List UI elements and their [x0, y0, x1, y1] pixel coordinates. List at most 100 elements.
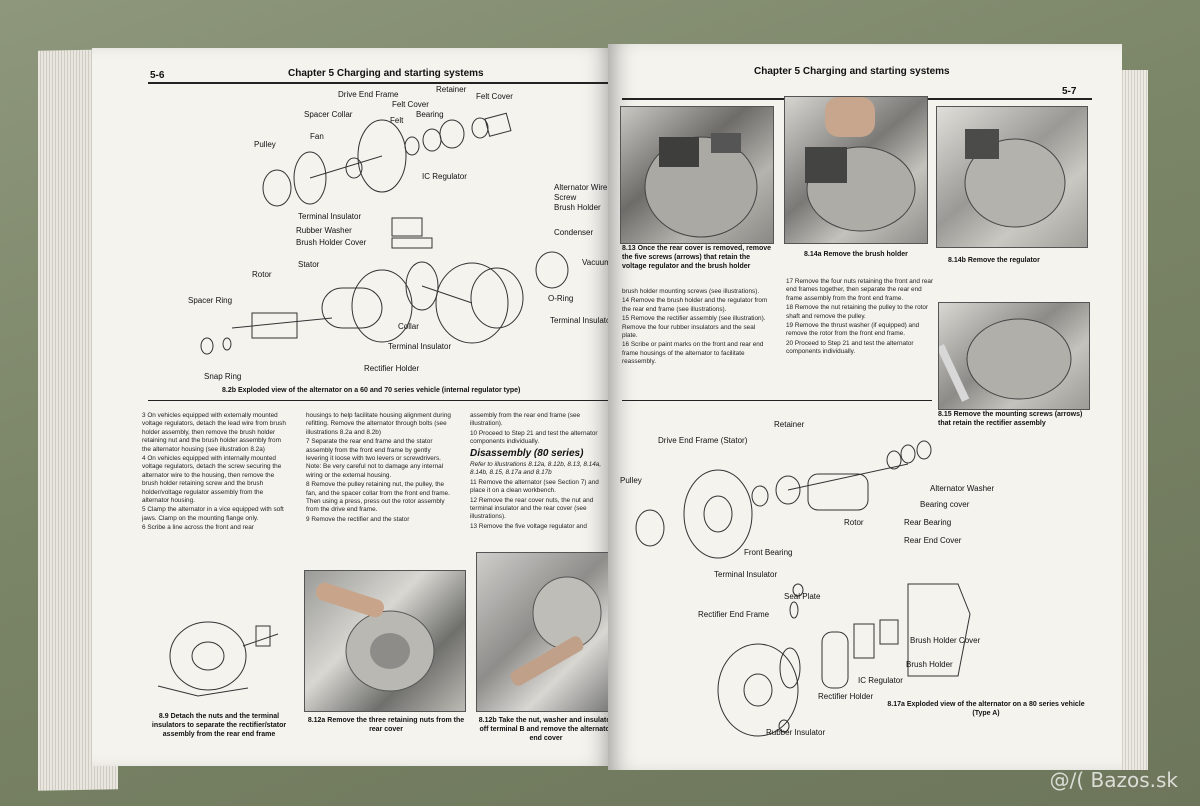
paragraph-step-18: 18 Remove the nut retaining the pulley t…	[786, 304, 929, 320]
right-page: Chapter 5 Charging and starting systems …	[608, 44, 1122, 770]
paragraph-step-11: 11 Remove the alternator (see Section 7)…	[470, 478, 599, 495]
text-column-right-2: 17 Remove the four nuts retaining the fr…	[786, 278, 936, 358]
page-number-right: 5-7	[1062, 86, 1077, 97]
photo-8-14a-shapes	[805, 97, 916, 232]
text-column-right-1: brush holder mounting screws (see illust…	[622, 288, 772, 368]
diagram-80-line-art	[635, 440, 971, 737]
label-vacuum-pump: Vacuum Pump	[582, 258, 612, 267]
caption-8-13: 8.13 Once the rear cover is removed, rem…	[622, 245, 772, 270]
text-column-3: assembly from the rear end frame (see il…	[470, 412, 610, 532]
label-fan: Fan	[310, 132, 324, 141]
paragraph-step-8: 8 Remove the pulley retaining nut, the p…	[306, 481, 450, 514]
caption-8-17a: 8.17a Exploded view of the alternator on…	[887, 701, 1085, 717]
paragraph-step-17: 17 Remove the four nuts retaining the fr…	[786, 278, 934, 302]
label-rubber-washer: Rubber Washer	[296, 226, 352, 235]
label-80-rectifier-end-frame: Rectifier End Frame	[698, 610, 770, 619]
label-80-rotor: Rotor	[844, 518, 864, 527]
photo-8-14b	[936, 106, 1088, 248]
label-80-seal-plate: Seal Plate	[784, 592, 821, 601]
label-80-ic-regulator: IC Regulator	[858, 676, 903, 685]
label-pulley: Pulley	[254, 140, 276, 149]
drawing-8-9	[157, 621, 279, 697]
paragraph-step-5: 5 Clamp the alternator in a vice equippe…	[142, 506, 284, 522]
label-rectifier-holder: Rectifier Holder	[364, 364, 420, 373]
label-brush-holder: Brush Holder	[554, 203, 601, 212]
label-screw: Screw	[554, 193, 577, 202]
exploded-diagram-80-series: Retainer Drive End Frame (Stator) Pulley…	[608, 414, 1122, 770]
exploded-diagram-60-70-series: Pulley Fan Spacer Collar Drive End Frame…	[92, 48, 612, 398]
paragraph-step-3: 3 On vehicles equipped with externally m…	[142, 412, 286, 453]
photo-8-14a	[784, 96, 928, 244]
photo-8-12b-shapes	[510, 576, 602, 686]
label-spacer-ring: Spacer Ring	[188, 296, 233, 305]
label-alternator-wire: Alternator Wire	[554, 183, 608, 192]
photo-8-13-shapes	[644, 133, 758, 238]
label-80-alternator-washer: Alternator Washer	[930, 484, 995, 493]
label-terminal-insulator-1: Terminal Insulator	[298, 212, 362, 221]
label-terminal-insulator-3: Terminal Insulator	[550, 316, 612, 325]
text-column-2: housings to help facilitate housing alig…	[306, 412, 454, 525]
caption-8-14a: 8.14a Remove the brush holder	[804, 251, 908, 258]
label-spacer-collar: Spacer Collar	[304, 110, 353, 119]
paragraph-step-14: 14 Remove the brush holder and the regul…	[622, 297, 768, 313]
photo-8-12a	[304, 570, 466, 712]
figure-8-9-drawing	[138, 596, 290, 708]
label-80-rubber-insulator: Rubber Insulator	[766, 728, 826, 737]
photo-8-12a-shapes	[316, 582, 435, 692]
photo-8-12b	[476, 552, 612, 712]
paragraph-step-10: 10 Proceed to Step 21 and test the alter…	[470, 429, 598, 446]
paragraph-step-4: 4 On vehicles equipped with internally m…	[142, 455, 282, 505]
label-80-bearing-cover: Bearing cover	[920, 500, 970, 509]
label-stator: Stator	[298, 260, 320, 269]
label-snap-ring: Snap Ring	[204, 372, 242, 381]
label-80-front-bearing: Front Bearing	[744, 548, 793, 557]
book-page-edges-right	[1120, 70, 1148, 770]
divider-right	[622, 400, 932, 401]
paragraph-step-13: 13 Remove the five voltage regulator and	[470, 522, 587, 530]
label-retainer: Retainer	[436, 85, 467, 94]
label-terminal-insulator-2: Terminal Insulator	[388, 342, 452, 351]
text-column-1: 3 On vehicles equipped with externally m…	[142, 412, 290, 534]
label-felt-cover-1: Felt Cover	[392, 100, 429, 109]
paragraph-step-16: 16 Scribe or paint marks on the front an…	[622, 341, 764, 366]
watermark: @∕( Bazos.sk	[1049, 768, 1178, 792]
chapter-title-right: Chapter 5 Charging and starting systems	[754, 66, 950, 77]
page-number-left: 5-6	[150, 70, 165, 81]
header-rule-left	[148, 82, 608, 84]
paragraph-step-19: 19 Remove the thrust washer (if equipped…	[786, 322, 920, 338]
photo-8-15-shapes	[939, 318, 1072, 402]
label-80-rear-bearing: Rear Bearing	[904, 518, 952, 527]
caption-8-2b: 8.2b Exploded view of the alternator on …	[222, 387, 521, 394]
paragraph-step-20: 20 Proceed to Step 21 and test the alter…	[786, 339, 914, 356]
paragraph-step-9: 9 Remove the rectifier and the stator	[306, 515, 410, 523]
paragraph-step-6: 6 Scribe a line across the front and rea…	[142, 524, 254, 532]
label-brush-holder-cover: Brush Holder Cover	[296, 238, 367, 247]
chapter-title-left: Chapter 5 Charging and starting systems	[288, 68, 484, 79]
left-page: 5-6 Chapter 5 Charging and starting syst…	[92, 48, 612, 766]
label-80-retainer: Retainer	[774, 420, 805, 429]
label-bearing: Bearing	[416, 110, 444, 119]
photo-8-15	[938, 302, 1090, 410]
photo-8-14b-shapes	[964, 129, 1066, 228]
paragraph-step-7: 7 Separate the rear end frame and the st…	[306, 438, 444, 479]
label-o-ring: O-Ring	[548, 294, 574, 303]
label-felt: Felt	[390, 116, 404, 125]
paragraph-step-15: 15 Remove the rectifier assembly (see il…	[622, 315, 766, 340]
label-80-brush-holder: Brush Holder	[906, 660, 953, 669]
label-condenser: Condenser	[554, 228, 594, 237]
caption-8-12a: 8.12a Remove the three retaining nuts fr…	[307, 717, 465, 733]
label-rotor: Rotor	[252, 270, 272, 279]
diagram-line-art	[200, 112, 569, 355]
label-felt-cover-2: Felt Cover	[476, 92, 513, 101]
paragraph-step-12: 12 Remove the rear cover nuts, the nut a…	[470, 496, 594, 521]
caption-8-9: 8.9 Detach the nuts and the terminal ins…	[151, 713, 287, 738]
caption-8-14b: 8.14b Remove the regulator	[948, 257, 1040, 264]
subheading-disassembly-80: Disassembly (80 series)	[470, 447, 584, 459]
caption-8-12b: 8.12b Take the nut, washer and insulator…	[478, 717, 612, 742]
paragraph-housings: housings to help facilitate housing alig…	[306, 412, 451, 436]
label-collar: Collar	[398, 322, 419, 331]
divider-left	[148, 400, 608, 401]
label-80-terminal-insulator: Terminal Insulator	[714, 570, 778, 579]
photo-8-13	[620, 106, 774, 244]
caption-8-15: 8.15 Remove the mounting screws (arrows)…	[938, 411, 1083, 427]
